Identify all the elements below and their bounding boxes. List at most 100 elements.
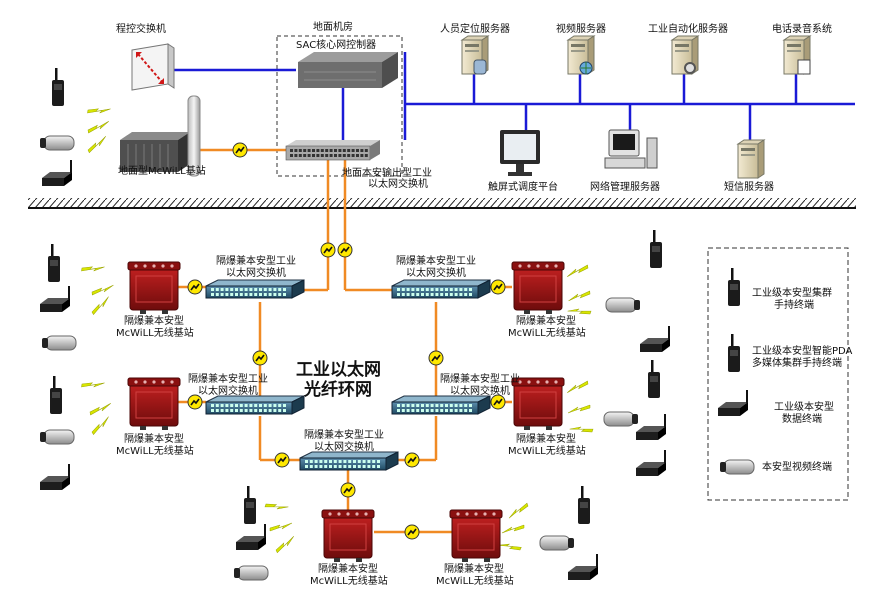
top-servers <box>460 35 812 179</box>
camera-icon <box>40 135 75 151</box>
fiber-connector-icon <box>232 142 248 158</box>
camera-icon <box>42 335 77 351</box>
station-tl-icon <box>127 261 181 314</box>
srv-video-label: 视频服务器 <box>556 24 606 35</box>
switch-label-mr-1: 隔爆兼本安型工业 <box>440 374 520 385</box>
fiber-connector-icon <box>404 452 420 468</box>
ring-switch-tr-icon <box>391 279 491 299</box>
lan-lines <box>168 52 855 140</box>
wireless-zap-icon <box>269 522 293 532</box>
ring-switch-mr-icon <box>391 395 491 415</box>
station-label-mr-1: 隔爆兼本安型 <box>516 434 576 445</box>
switch-label-ml-2: 以太网交换机 <box>198 386 258 397</box>
station-br-icon <box>449 509 503 562</box>
wireless-zap-icon <box>567 308 592 315</box>
wireless-zap-icon <box>497 543 522 551</box>
camera-icon <box>605 297 640 313</box>
switch-label-ml-1: 隔爆兼本安型工业 <box>188 374 268 385</box>
legend-item1-2: 手持终端 <box>774 300 814 311</box>
switch-label-b-1: 隔爆兼本安型工业 <box>304 430 384 441</box>
radio-icon <box>48 244 60 282</box>
ring-switch-tl-icon <box>205 279 305 299</box>
fiber-connector-icon <box>340 482 356 498</box>
data-terminal-icon <box>568 554 598 580</box>
fiber-connector-icon <box>490 279 506 295</box>
wireless-zap-icon <box>275 535 295 554</box>
data-terminal-icon <box>236 524 266 550</box>
ground-line <box>28 198 856 209</box>
sac-controller-icon <box>298 52 398 88</box>
fiber-connector-icon <box>187 394 203 410</box>
legend-radio-icon <box>728 268 740 306</box>
wireless-signals <box>81 108 594 554</box>
fiber-connector-icon <box>337 242 353 258</box>
locate-server-icon <box>460 35 490 75</box>
switch-label-b-2: 以太网交换机 <box>314 442 374 453</box>
camera-icon <box>40 429 75 445</box>
wireless-zap-icon <box>501 524 525 534</box>
legend-item1-1: 工业级本安型集群 <box>752 288 832 299</box>
data-terminal-icon <box>42 160 72 186</box>
switch-label-tl-2: 以太网交换机 <box>226 268 286 279</box>
ring-stations <box>127 261 565 562</box>
wireless-zap-icon <box>81 266 105 272</box>
ring-title-2: 光纤环网 <box>304 380 372 400</box>
fiber-connectors <box>187 142 506 540</box>
data-terminal-icon <box>636 414 666 440</box>
camera-icon <box>234 565 269 581</box>
station-tr-icon <box>511 261 565 314</box>
wireless-zap-icon <box>569 426 594 433</box>
wireless-zap-icon <box>568 290 591 302</box>
fiber-connector-icon <box>320 242 336 258</box>
radio-icon <box>650 230 662 268</box>
wireless-zap-icon <box>567 404 591 414</box>
station-ml-icon <box>127 377 181 430</box>
video-server-icon <box>566 35 596 75</box>
legend-icons <box>718 268 755 475</box>
legend-data-terminal-icon <box>718 390 748 416</box>
surface-station-icon <box>120 95 201 177</box>
ring-switch-ml-icon <box>205 395 305 415</box>
surface-switch-label-2: 以太网交换机 <box>368 179 428 190</box>
wireless-zap-icon <box>81 382 105 388</box>
wireless-zap-icon <box>87 121 109 134</box>
station-label-bl-2: McWiLL无线基站 <box>310 576 388 587</box>
legend-item3-1: 工业级本安型 <box>774 402 834 413</box>
radio-icon <box>50 376 62 414</box>
fiber-connector-icon <box>274 452 290 468</box>
surface-switch-icon <box>285 140 380 161</box>
legend-pda-icon <box>728 334 740 372</box>
station-label-tl-2: McWiLL无线基站 <box>116 328 194 339</box>
radio-icon <box>52 68 64 106</box>
wireless-zap-icon <box>91 284 114 296</box>
camera-icon <box>603 411 638 427</box>
wireless-zap-icon <box>87 108 111 114</box>
station-label-mr-2: McWiLL无线基站 <box>508 446 586 457</box>
station-label-tl-1: 隔爆兼本安型 <box>124 316 184 327</box>
legend-item2-1: 工业级本安型智能PDA <box>752 346 853 357</box>
wireless-zap-icon <box>91 416 109 436</box>
wireless-zap-icon <box>567 264 589 277</box>
data-terminal-icon <box>40 286 70 312</box>
data-terminal-icon <box>40 464 70 490</box>
record-server-icon <box>782 35 812 75</box>
wireless-zap-icon <box>87 135 107 154</box>
surface-switch-label-1: 地面本安输出型工业 <box>342 168 432 179</box>
touch-platform-icon <box>500 130 540 176</box>
fiber-connector-icon <box>404 524 420 540</box>
legend-camera-icon <box>720 459 755 475</box>
ring-switches <box>205 279 491 471</box>
station-label-bl-1: 隔爆兼本安型 <box>318 564 378 575</box>
ring-title-1: 工业以太网 <box>296 360 381 380</box>
wireless-zap-icon <box>264 503 289 510</box>
srv-auto-label: 工业自动化服务器 <box>648 24 728 35</box>
wireless-zap-icon <box>91 296 109 316</box>
fiber-connector-icon <box>187 279 203 295</box>
srv-record-label: 电话录音系统 <box>772 24 832 35</box>
sms-label: 短信服务器 <box>724 182 774 193</box>
touch-label: 触屏式调度平台 <box>488 182 558 193</box>
data-terminal-icon <box>640 326 670 352</box>
switch-label-tr-2: 以太网交换机 <box>406 268 466 279</box>
surface-station-label: 地面型McWiLL基站 <box>118 166 206 177</box>
